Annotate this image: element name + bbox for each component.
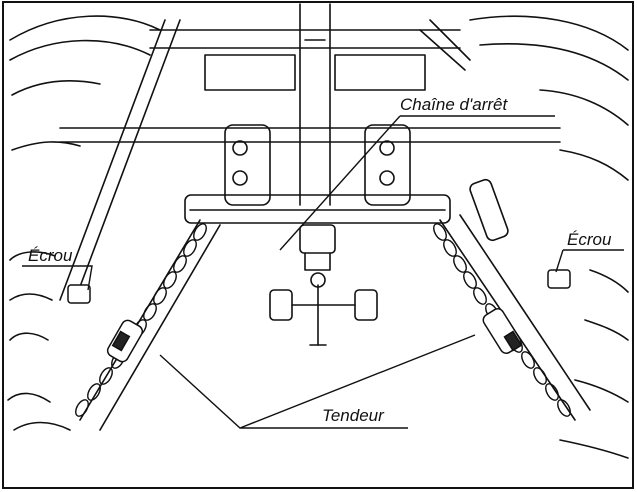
tractor-rear-structure (7, 3, 629, 459)
leader-tensioner (159, 334, 476, 429)
label-nut-left: Écrou (28, 246, 73, 265)
leader-stop-chain (279, 115, 555, 251)
label-stop-chain: Chaîne d'arrêt (400, 95, 508, 114)
leader-lines (22, 115, 624, 429)
tensioner-left (106, 319, 144, 363)
nut-right (547, 269, 571, 289)
leader-nut-left (22, 265, 93, 291)
label-nut-right: Écrou (567, 230, 612, 249)
label-tensioner: Tendeur (322, 406, 385, 425)
tensioner-right (482, 308, 523, 354)
leader-nut-right (555, 249, 624, 273)
nut-left (67, 284, 91, 304)
